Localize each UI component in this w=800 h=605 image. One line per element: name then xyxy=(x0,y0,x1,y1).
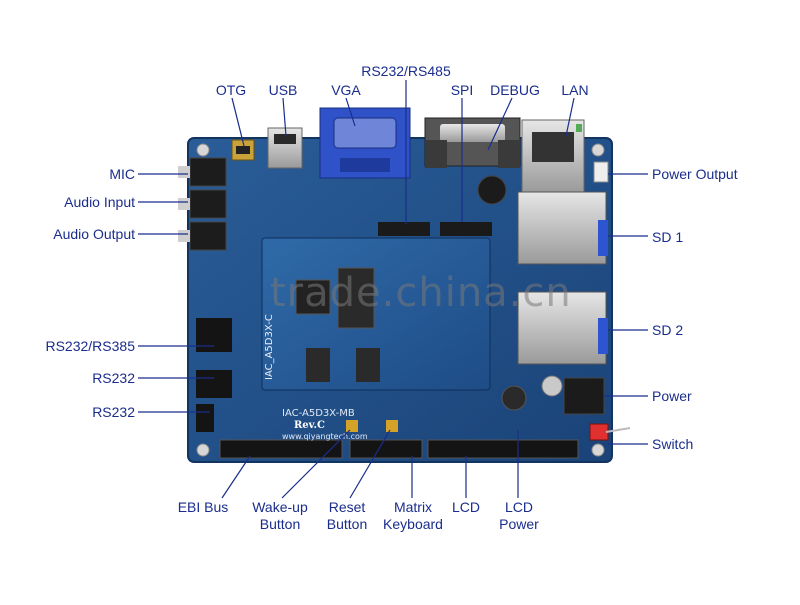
label-rs232-rs385: RS232/RS385 xyxy=(45,338,135,354)
label-sd2: SD 2 xyxy=(652,322,684,338)
label-lcd-power-line1: LCD xyxy=(504,499,533,515)
label-lan: LAN xyxy=(561,82,589,98)
label-wake-up-line1: Wake-up xyxy=(252,499,308,515)
label-reset-line2: Button xyxy=(326,516,368,532)
label-reset-line1: Reset xyxy=(328,499,366,515)
switch-component xyxy=(589,423,609,441)
vga-connector xyxy=(319,107,411,179)
ram-chip-2 xyxy=(306,348,330,382)
label-lcd: LCD xyxy=(451,499,480,515)
board-model-text: IAC-A5D3X-MB xyxy=(282,408,355,419)
usb-connector xyxy=(267,127,303,169)
label-audio-input: Audio Input xyxy=(64,194,135,210)
board-vertical-text: IAC_A5D3X-C xyxy=(264,314,275,380)
ram-chip-3 xyxy=(356,348,380,382)
buzzer xyxy=(477,175,507,205)
label-matrix-line2: Keyboard xyxy=(383,516,443,532)
rs232-rs485-connector xyxy=(424,117,521,168)
wake-up-button-comp xyxy=(346,420,358,432)
pin-headers-top xyxy=(378,222,492,236)
sd1-slot xyxy=(517,191,608,265)
board-url-text: www.qiyangtech.com xyxy=(282,432,368,441)
ram-chip-1 xyxy=(337,267,375,329)
pin-headers-bottom xyxy=(219,439,579,459)
power-jack xyxy=(563,377,605,415)
label-power-output: Power Output xyxy=(652,166,738,182)
label-rs232-a: RS232 xyxy=(92,370,135,386)
label-audio-output: Audio Output xyxy=(53,226,135,242)
label-power: Power xyxy=(652,388,692,404)
label-lcd-power-line2: Power xyxy=(499,516,539,532)
mounting-holes xyxy=(196,143,605,457)
watermark-text: trade.china.cn xyxy=(270,270,572,316)
label-sd1: SD 1 xyxy=(652,229,684,245)
label-debug: DEBUG xyxy=(490,82,540,98)
inductor xyxy=(501,385,527,411)
label-otg: OTG xyxy=(215,82,247,98)
label-rs232-b: RS232 xyxy=(92,404,135,420)
label-wake-up-line2: Button xyxy=(259,516,301,532)
power-output-jack xyxy=(593,161,609,183)
sd2-slot xyxy=(517,291,608,365)
board-rev-text: Rev.C xyxy=(294,420,325,431)
label-ebi-bus: EBI Bus xyxy=(177,499,229,515)
leader-lines xyxy=(138,80,648,499)
label-usb: USB xyxy=(268,82,298,98)
label-mic: MIC xyxy=(109,166,135,182)
pin-headers-left xyxy=(196,318,232,432)
label-switch: Switch xyxy=(652,436,694,452)
reset-button-comp xyxy=(386,420,398,432)
audio-jacks xyxy=(189,157,227,251)
label-vga: VGA xyxy=(331,82,361,98)
label-matrix-line1: Matrix xyxy=(393,499,433,515)
capacitor xyxy=(541,375,563,397)
label-rs232-rs485: RS232/RS485 xyxy=(361,63,451,79)
cpu-chip xyxy=(295,279,331,315)
label-spi: SPI xyxy=(450,82,474,98)
lan-connector xyxy=(521,119,585,193)
